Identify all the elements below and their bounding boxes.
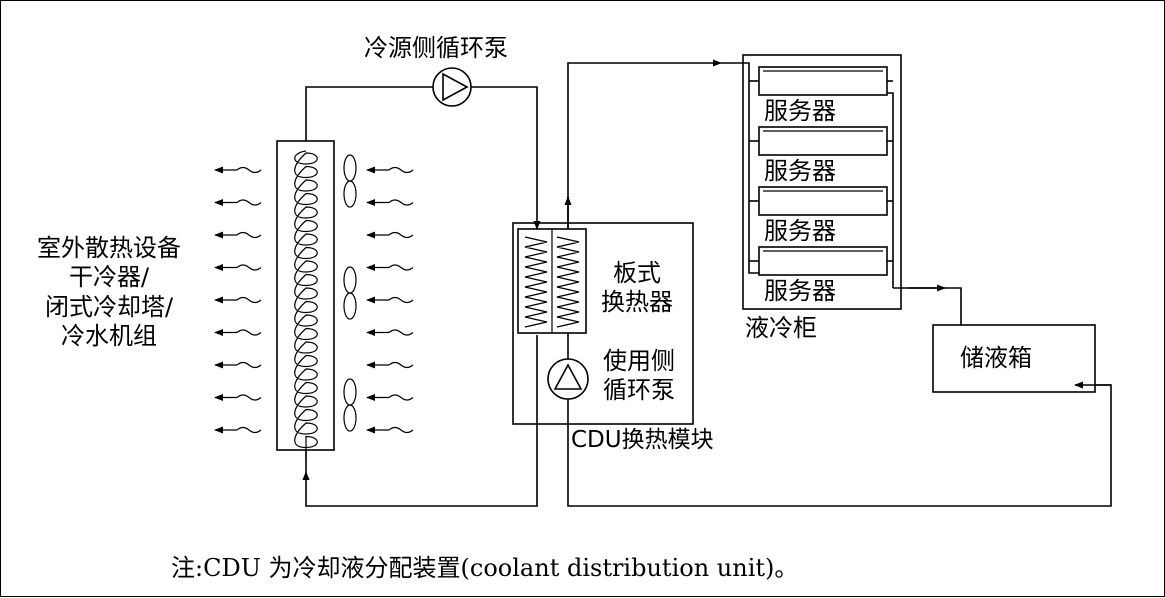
plate-hx-line-1: 板式: [613, 259, 661, 287]
source-pump-label: 冷源侧循环泵: [364, 34, 508, 62]
cabinet-supply-manifold: [721, 62, 759, 274]
airflow-arrow: [214, 166, 262, 174]
storage-tank: [932, 324, 1096, 393]
outdoor-line-4: 冷水机组: [61, 321, 157, 350]
outdoor-line-3: 闭式冷却塔/: [44, 292, 174, 321]
airflow-arrow: [366, 231, 414, 239]
airflow-arrow: [214, 231, 262, 239]
airflow-arrow: [366, 361, 414, 369]
cdu-module-box: [512, 222, 694, 425]
source-to-hx-pipe: [471, 86, 541, 230]
airflow-arrow: [214, 328, 262, 337]
intake-airflow-arrows: [366, 166, 414, 434]
server-unit: [749, 66, 893, 96]
airflow-arrow: [214, 361, 262, 369]
cdu-module-label: CDU换热模块: [571, 427, 714, 453]
user-pump-label: 使用侧 循环泵: [593, 347, 685, 406]
fan-icon: [343, 378, 357, 432]
airflow-arrow: [366, 198, 414, 207]
airflow-arrow: [214, 426, 262, 434]
fans-group: [343, 154, 357, 432]
airflow-arrow: [366, 393, 414, 402]
airflow-arrow: [366, 296, 414, 304]
hx-plates-right: [556, 236, 580, 328]
airflow-arrow: [214, 296, 262, 304]
airflow-arrow: [214, 198, 262, 207]
airflow-arrow: [366, 328, 414, 337]
server-unit: [749, 126, 893, 156]
cabinet-to-tank-pipe: [893, 287, 962, 325]
outdoor-unit-box: [276, 140, 335, 451]
airflow-arrow: [366, 166, 414, 174]
cabinet-label: 液冷柜: [745, 314, 817, 342]
servers-group: [749, 66, 893, 276]
liquid-cooled-cabinet: [742, 54, 902, 310]
server-label-4: 服务器: [764, 277, 836, 305]
user-pump-line-2: 循环泵: [603, 376, 675, 405]
user-supply-pipe: [567, 59, 722, 229]
outdoor-line-2: 干冷器/: [68, 263, 150, 292]
figure-caption: 注:CDU 为冷却液分配装置(coolant distribution unit…: [171, 554, 799, 582]
server-label-3: 服务器: [764, 217, 836, 245]
plate-hx-label: 板式 换热器: [589, 259, 685, 318]
airflow-arrow: [366, 426, 414, 434]
outdoor-line-1: 室外散热设备: [37, 234, 181, 262]
user-pump-line-1: 使用侧: [603, 347, 675, 375]
server-label-1: 服务器: [764, 97, 836, 125]
source-supply-pipe: [305, 86, 433, 141]
server-label-2: 服务器: [764, 157, 836, 185]
source-pump-icon: [442, 72, 469, 102]
server-unit: [749, 186, 893, 216]
airflow-arrow: [214, 263, 262, 272]
plate-hx-line-2: 换热器: [601, 288, 673, 317]
user-pump-icon: [553, 363, 583, 390]
server-unit: [749, 246, 893, 276]
airflow-arrow: [366, 263, 414, 272]
tank-label: 储液箱: [960, 344, 1032, 372]
hx-plates-left: [524, 236, 548, 328]
exhaust-airflow-arrows: [214, 166, 262, 434]
fan-icon: [343, 154, 357, 208]
airflow-arrow: [214, 393, 262, 402]
fan-icon: [343, 266, 357, 320]
cooling-coil: [294, 150, 318, 458]
source-return-pipe: [302, 335, 538, 507]
cabinet-return-manifold: [887, 92, 894, 288]
outdoor-unit-label: 室外散热设备 干冷器/ 闭式冷却塔/ 冷水机组: [19, 234, 199, 351]
